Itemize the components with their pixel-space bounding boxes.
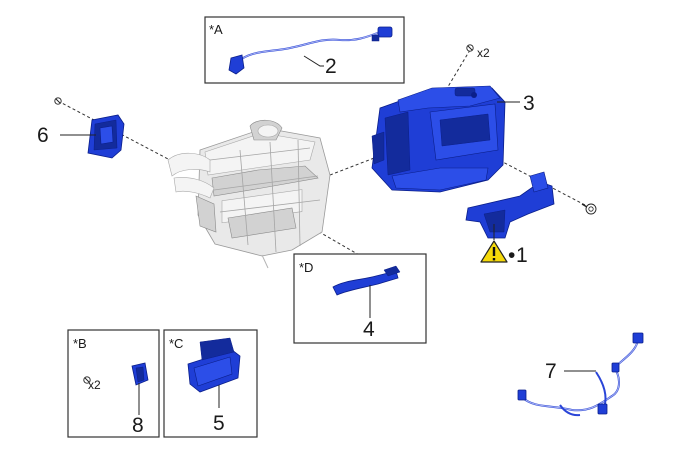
warning-icon [480,240,508,263]
callout-part-3: 3 [523,92,535,115]
callout-part-5: 5 [213,412,225,435]
bolt-quantity-part-8: x2 [88,378,101,392]
engine-assembly [167,119,331,269]
bolt-icon-part-6 [54,97,62,105]
callout-part-1: 1 [516,244,528,267]
part-5-housing [187,337,241,393]
leader-lines [60,55,596,415]
bolt-icon-part-3 [466,44,474,52]
bolt-icon-part-1 [581,203,597,215]
bolt-icon-part-8 [83,376,91,384]
box-label-a: *A [209,22,223,37]
part-8-clip [131,362,149,386]
callout-part-1-bullet: • [508,244,515,267]
detail-box-b [67,329,160,438]
dash-line-bolt-3 [439,49,471,101]
part-6-bracket [87,114,125,159]
callout-part-4: 4 [363,318,375,341]
box-label-c: *C [169,336,183,351]
part-3-hvac-unit [371,85,506,193]
dash-line-unit-3 [329,149,396,176]
part-2-wire-harness [228,26,393,75]
box-label-d: *D [299,260,313,275]
leader-part-2 [303,55,324,67]
box-label-b: *B [73,336,87,351]
callout-part-8: 8 [132,414,144,437]
part-1-duct [465,171,555,239]
callout-part-6: 6 [37,124,49,147]
part-7-wire-harness [517,332,644,417]
detail-box-d [293,253,427,344]
callout-part-7: 7 [545,360,557,383]
part-4-pipe [332,265,401,296]
bolt-quantity-part-3: x2 [477,46,490,60]
callout-part-2: 2 [325,55,337,78]
